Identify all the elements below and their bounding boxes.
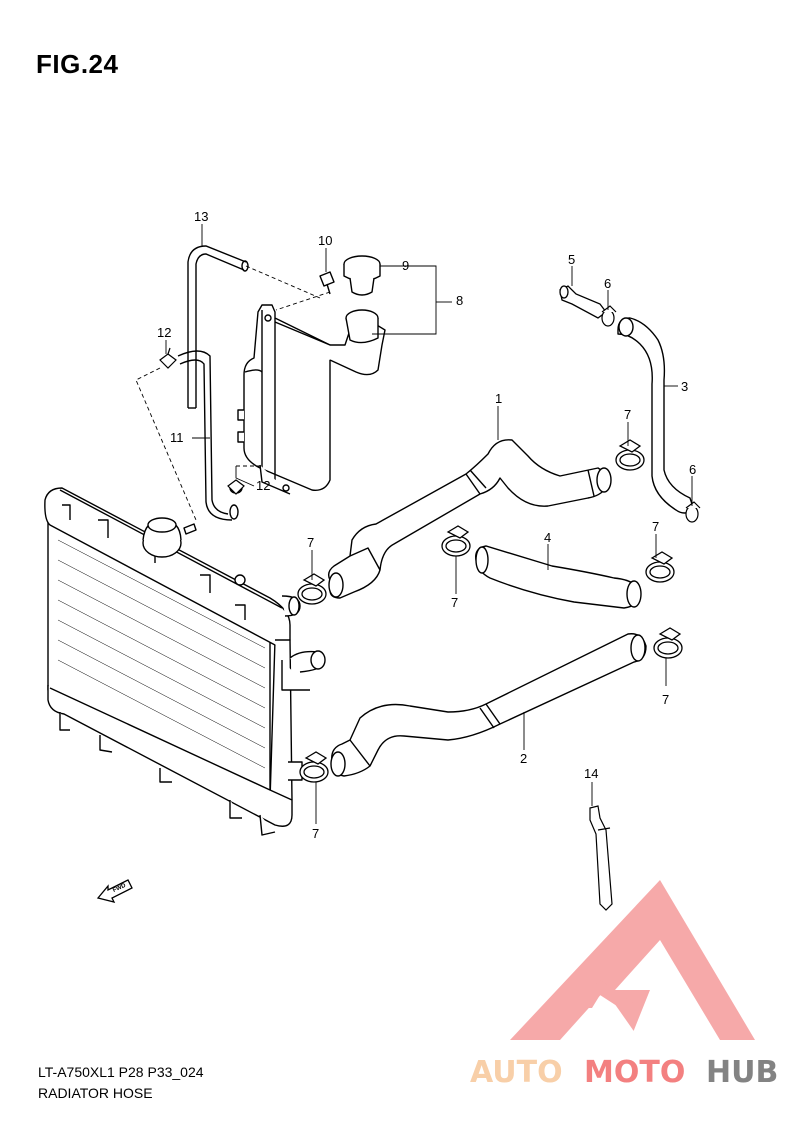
clamp-7-b bbox=[297, 573, 327, 605]
callouts: 1 2 3 4 5 6 6 7 7 7 7 7 7 8 9 10 11 12 1… bbox=[157, 209, 696, 841]
hose-1 bbox=[327, 439, 612, 599]
clamp-6-upper bbox=[601, 305, 617, 327]
watermark-auto: AUTO bbox=[470, 1055, 563, 1090]
clamp-7-e bbox=[653, 627, 683, 659]
watermark-logo: AUTO MOTO HUB bbox=[470, 880, 778, 1090]
fwd-label: FWD bbox=[112, 882, 128, 893]
model-code: LT-A750XL1 P28 P33_024 bbox=[38, 1064, 204, 1080]
cable-tie-14 bbox=[589, 805, 613, 911]
leader-lines bbox=[135, 224, 693, 824]
radiator bbox=[44, 487, 326, 836]
callout-12-lower: 12 bbox=[256, 478, 270, 493]
watermark-hub: HUB bbox=[706, 1055, 778, 1090]
callout-6-lower: 6 bbox=[689, 462, 696, 477]
callout-6-upper: 6 bbox=[604, 276, 611, 291]
watermark-moto: MOTO bbox=[584, 1055, 685, 1090]
callout-7-f: 7 bbox=[312, 826, 319, 841]
clamp-12-lower bbox=[227, 479, 245, 495]
diagram-name: RADIATOR HOSE bbox=[38, 1085, 153, 1101]
callout-11: 11 bbox=[170, 430, 184, 445]
callout-7-e: 7 bbox=[662, 692, 669, 707]
callout-9: 9 bbox=[402, 258, 409, 273]
hose-2 bbox=[330, 633, 647, 777]
clamp-12-upper bbox=[159, 347, 177, 369]
hose-4 bbox=[475, 545, 642, 609]
callout-7-b: 7 bbox=[307, 535, 314, 550]
clamp-7-d bbox=[645, 551, 675, 583]
callout-1: 1 bbox=[495, 391, 502, 406]
reservoir-tank bbox=[237, 255, 386, 495]
clamp-7-f bbox=[299, 751, 329, 783]
callout-5: 5 bbox=[568, 252, 575, 267]
callout-8: 8 bbox=[456, 293, 463, 308]
callout-7-a: 7 bbox=[624, 407, 631, 422]
figure-title: FIG.24 bbox=[36, 49, 119, 79]
callout-13: 13 bbox=[194, 209, 208, 224]
callout-14: 14 bbox=[584, 766, 598, 781]
callout-3: 3 bbox=[681, 379, 688, 394]
clamp-6-lower bbox=[685, 501, 701, 523]
callout-7-d: 7 bbox=[652, 519, 659, 534]
callout-4: 4 bbox=[544, 530, 551, 545]
clamp-7-a bbox=[615, 439, 645, 471]
fitting-5 bbox=[559, 285, 607, 319]
clamp-7-c bbox=[441, 525, 471, 557]
callout-12-upper: 12 bbox=[157, 325, 171, 340]
callout-10: 10 bbox=[318, 233, 332, 248]
callout-2: 2 bbox=[520, 751, 527, 766]
hose-13 bbox=[187, 245, 249, 409]
fwd-arrow-icon: FWD bbox=[96, 879, 133, 903]
callout-7-c: 7 bbox=[451, 595, 458, 610]
